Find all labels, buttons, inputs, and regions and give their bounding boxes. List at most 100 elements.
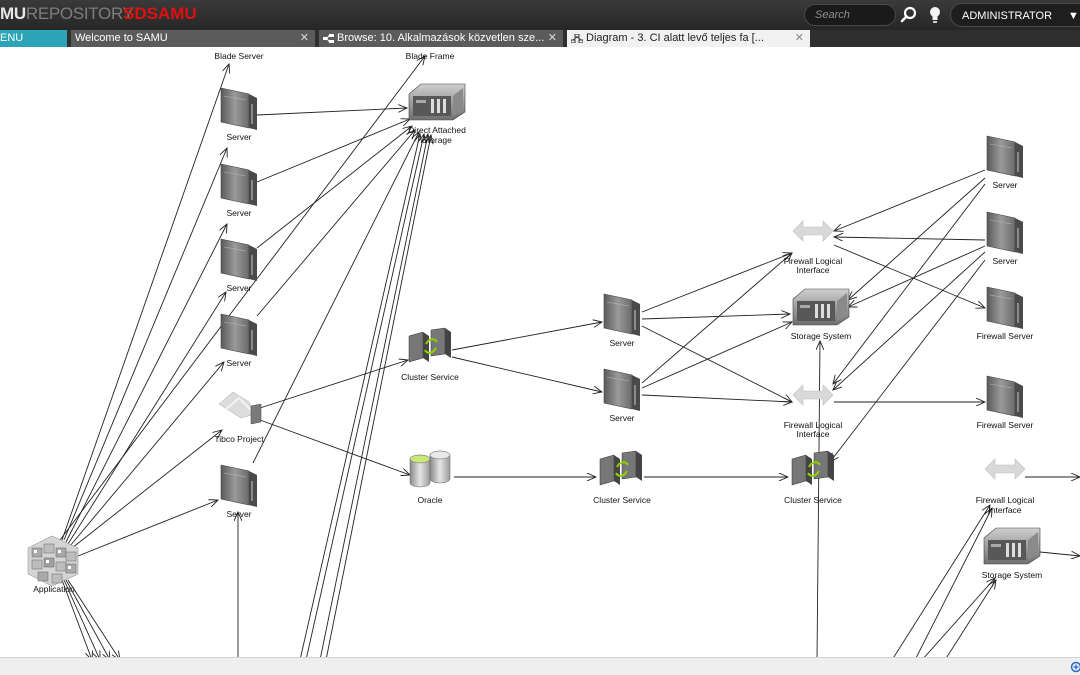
- node-server-b2[interactable]: Server: [603, 368, 641, 423]
- tab-label: Browse: 10. Alkalmazások közvetlen sze..…: [337, 32, 545, 44]
- node-label: Storage: [422, 135, 452, 145]
- tab-bar: ENU Welcome to SAMU ✕ Browse: 10. Alkalm…: [0, 30, 1080, 47]
- node-firewall-logical-interface-2[interactable]: Firewall Logical Interface: [784, 384, 843, 439]
- server-icon: [986, 135, 1024, 179]
- node-storage-system-1[interactable]: Storage System: [791, 288, 851, 341]
- node-label: Server: [609, 338, 634, 348]
- node-label: Server: [226, 358, 251, 368]
- tab-menu[interactable]: ENU: [0, 30, 68, 47]
- close-icon[interactable]: ✕: [794, 32, 804, 44]
- node-label: Cluster Service: [784, 495, 842, 505]
- node-label: Cluster Service: [593, 495, 651, 505]
- node-server-a4[interactable]: Server: [220, 313, 258, 368]
- cluster-icon: [408, 327, 452, 363]
- node-firewall-server-1[interactable]: Firewall Server: [977, 286, 1034, 341]
- server-icon: [986, 375, 1024, 419]
- node-server-b1[interactable]: Server: [603, 293, 641, 348]
- node-label: Server: [992, 256, 1017, 266]
- node-direct-attached-storage[interactable]: Direct Attached Storage: [408, 83, 466, 145]
- node-label: Cluster Service: [401, 372, 459, 382]
- node-label: Firewall Server: [977, 420, 1034, 430]
- node-cluster-service-3[interactable]: Cluster Service: [784, 450, 842, 505]
- close-icon[interactable]: ✕: [299, 32, 309, 44]
- diagram-canvas[interactable]: Blade Server Blade Frame Server Server S…: [0, 47, 1080, 657]
- tab-label: Diagram - 3. CI alatt levő teljes fa [..…: [586, 32, 764, 44]
- node-label: Firewall Logical: [784, 420, 843, 430]
- database-icon: [409, 450, 451, 488]
- firewall-logical-icon: [792, 384, 834, 406]
- node-label: Interface: [988, 505, 1021, 515]
- node-label: Storage System: [791, 331, 851, 341]
- node-firewall-logical-interface-1[interactable]: Firewall Logical Interface: [784, 220, 843, 275]
- node-label: Oracle: [417, 495, 442, 505]
- browse-icon: [323, 33, 334, 43]
- app-logo[interactable]: MUREPOSITORY: [0, 4, 134, 23]
- node-storage-system-2[interactable]: Storage System: [982, 527, 1042, 580]
- diagram-edges: [59, 56, 1080, 657]
- node-application[interactable]: Application: [27, 535, 79, 594]
- node-oracle[interactable]: Oracle: [409, 450, 451, 505]
- close-icon[interactable]: ✕: [547, 32, 557, 44]
- tab-browse[interactable]: Browse: 10. Alkalmazások közvetlen sze..…: [319, 30, 564, 47]
- node-blade-server[interactable]: Blade Server: [214, 51, 263, 61]
- node-label: Blade Server: [214, 51, 263, 61]
- node-server-a3[interactable]: Server: [220, 238, 258, 293]
- cluster-icon: [599, 450, 643, 486]
- node-cluster-service-1[interactable]: Cluster Service: [401, 327, 459, 382]
- node-label: Firewall Logical: [976, 495, 1035, 505]
- chevron-down-icon: ▼: [1068, 10, 1079, 22]
- node-server-a2[interactable]: Server: [220, 163, 258, 218]
- firewall-logical-icon: [792, 220, 834, 242]
- node-firewall-server-2[interactable]: Firewall Server: [977, 375, 1034, 430]
- search-icon[interactable]: [900, 6, 918, 24]
- server-icon: [603, 293, 641, 337]
- tab-label: Welcome to SAMU: [75, 32, 168, 44]
- node-label: Interface: [796, 265, 829, 275]
- tab-welcome[interactable]: Welcome to SAMU ✕: [71, 30, 316, 47]
- node-label: Application: [33, 584, 75, 594]
- app-secondary-logo: SDSAMU: [123, 4, 197, 23]
- application-icon: [27, 535, 79, 587]
- node-label: Server: [226, 283, 251, 293]
- node-label: Tibco Project: [214, 434, 264, 444]
- user-name: ADMINISTRATOR: [962, 10, 1053, 22]
- node-label: Storage System: [982, 570, 1042, 580]
- server-icon: [603, 368, 641, 412]
- top-bar: MUREPOSITORY SDSAMU ADMINISTRATOR ▼: [0, 0, 1080, 30]
- tab-diagram[interactable]: Diagram - 3. CI alatt levő teljes fa [..…: [567, 30, 811, 47]
- server-icon: [220, 238, 258, 282]
- node-tibco-project[interactable]: Tibco Project: [214, 391, 264, 444]
- zoom-icon[interactable]: [1070, 661, 1080, 673]
- server-icon: [220, 464, 258, 508]
- node-blade-frame[interactable]: Blade Frame: [406, 51, 455, 61]
- lightbulb-icon[interactable]: [929, 6, 941, 24]
- storage-icon: [983, 527, 1041, 565]
- tab-label: ENU: [0, 32, 24, 44]
- server-icon: [986, 211, 1024, 255]
- node-label: Interface: [796, 429, 829, 439]
- node-server-a1[interactable]: Server: [220, 87, 258, 142]
- diagram-icon: [571, 33, 583, 43]
- node-label: Direct Attached: [408, 125, 466, 135]
- node-label: Server: [226, 208, 251, 218]
- node-server-a5[interactable]: Server: [220, 464, 258, 519]
- node-label: Firewall Server: [977, 331, 1034, 341]
- node-label: Firewall Logical: [784, 256, 843, 266]
- node-firewall-logical-interface-3[interactable]: Firewall Logical Interface: [976, 458, 1035, 515]
- node-label: Server: [226, 132, 251, 142]
- user-menu[interactable]: ADMINISTRATOR ▼: [950, 3, 1080, 27]
- node-server-c2[interactable]: Server: [986, 211, 1024, 266]
- tibco-icon: [218, 391, 262, 425]
- search-input[interactable]: [804, 4, 896, 26]
- diagram-svg: Blade Server Blade Frame Server Server S…: [27, 51, 1080, 657]
- storage-icon: [792, 288, 850, 326]
- node-cluster-service-2[interactable]: Cluster Service: [593, 450, 651, 505]
- server-icon: [220, 87, 258, 131]
- node-server-c1[interactable]: Server: [986, 135, 1024, 190]
- storage-icon: [408, 83, 466, 121]
- server-icon: [220, 163, 258, 207]
- firewall-logical-icon: [984, 458, 1026, 480]
- server-icon: [986, 286, 1024, 330]
- node-label: Blade Frame: [406, 51, 455, 61]
- node-label: Server: [992, 180, 1017, 190]
